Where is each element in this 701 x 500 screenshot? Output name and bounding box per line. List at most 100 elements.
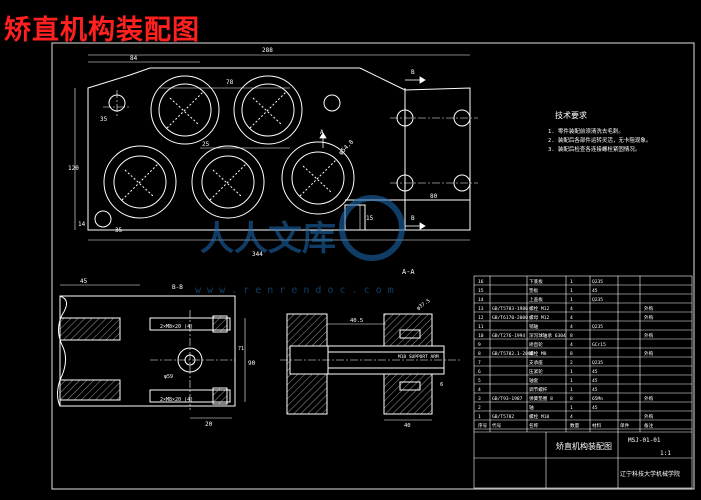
parts-cell: 15: [478, 288, 484, 294]
drawing-name: 矫直机构装配图: [556, 441, 612, 451]
parts-cell: 4: [570, 306, 573, 312]
parts-cell: 7: [478, 360, 481, 366]
roller-4: [191, 145, 265, 219]
marker-b-top: B: [411, 69, 415, 76]
parts-cell: 销轴: [529, 323, 539, 330]
parts-cell: 支承座: [529, 359, 543, 366]
thread-aa: M18 SUPPORT ARM: [398, 354, 439, 360]
parts-header-cell: 备注: [644, 422, 654, 429]
dim-120: 120: [68, 165, 79, 172]
dim-phi37: φ37.5: [416, 298, 432, 312]
parts-cell: 1: [570, 279, 573, 285]
parts-cell: 8: [478, 351, 481, 357]
roller-5: [281, 141, 355, 215]
parts-cell: 外购: [644, 314, 654, 321]
page-title: 矫直机构装配图: [4, 15, 200, 46]
section-bb: [57, 284, 246, 419]
dim-25: 25: [202, 141, 210, 148]
parts-cell: 外购: [644, 395, 654, 402]
parts-cell: GB/T276-1994: [492, 333, 525, 339]
dim-288: 288: [262, 47, 273, 54]
parts-cell: 45: [592, 387, 598, 393]
parts-cell: 4: [478, 387, 481, 393]
dim-35: 35: [100, 116, 108, 123]
parts-cell: 65Mn: [592, 396, 603, 402]
parts-cell: Q235: [592, 324, 603, 330]
title-block: 矫直机构装配图 MSJ-01-01 1:1 辽宁科技大学机械学院: [556, 437, 680, 478]
parts-cell: 垫板: [529, 287, 539, 294]
parts-cell: 螺栓 M10: [529, 413, 549, 420]
parts-cell: 10: [478, 333, 484, 339]
parts-cell: 1: [570, 378, 573, 384]
parts-cell: 1: [570, 297, 573, 303]
parts-cell: 螺母 M12: [529, 314, 549, 321]
parts-cell: 外购: [644, 350, 654, 357]
top-view: [74, 54, 478, 241]
parts-cell: 1: [570, 405, 573, 411]
parts-cell: 4: [570, 315, 573, 321]
parts-cell: 12: [478, 315, 484, 321]
parts-list: [473, 275, 693, 489]
parts-cell: 9: [478, 342, 481, 348]
roller-1: [150, 75, 220, 145]
dim-phi59: φ59: [164, 374, 173, 380]
parts-header-cell: 数量: [570, 422, 580, 429]
parts-cell: 45: [592, 369, 598, 375]
dim-344: 344: [252, 251, 263, 258]
marker-b-bot: B: [411, 215, 415, 222]
parts-cell: 2: [478, 405, 481, 411]
parts-cell: 6: [478, 369, 481, 375]
dim-angle: φ54.8: [337, 138, 355, 156]
dim-35b: 35: [115, 227, 123, 234]
parts-header-cell: 材料: [592, 422, 602, 429]
parts-cell: 45: [592, 405, 598, 411]
dim-20: 20: [205, 421, 213, 428]
marker-a: A: [320, 129, 324, 136]
section-label-aa: A-A: [402, 268, 415, 276]
section-bb-title: B-B: [172, 284, 183, 291]
dim-90: 90: [248, 360, 256, 367]
tech-req-item-3: 3. 装配后检查各连接螺栓紧固情况。: [548, 145, 640, 153]
tech-req-title: 技术要求: [555, 110, 587, 120]
dim-84: 84: [130, 55, 138, 62]
parts-cell: 3: [478, 396, 481, 402]
parts-cell: 1: [478, 414, 481, 420]
parts-cell: 1: [570, 387, 573, 393]
parts-cell: 16: [478, 279, 484, 285]
parts-cell: 弹簧垫圈 8: [529, 395, 553, 402]
watermark-brand: 人人文库: [200, 219, 336, 259]
parts-cell: 下底板: [529, 278, 543, 285]
parts-cell: 45: [592, 288, 598, 294]
roller-3: [103, 145, 177, 219]
dim-6: 6: [440, 382, 443, 388]
dim-40: 40: [404, 423, 411, 429]
roller-2: [233, 75, 303, 145]
parts-cell: 45: [592, 378, 598, 384]
parts-cell: 4: [570, 414, 573, 420]
parts-header-cell: 序号: [478, 422, 488, 429]
parts-cell: 螺栓 M8: [529, 350, 547, 357]
parts-cell: Q235: [592, 360, 603, 366]
parts-cell: 8: [570, 396, 573, 402]
organization: 辽宁科技大学机械学院: [620, 470, 680, 478]
parts-cell: 8: [570, 333, 573, 339]
sheet-border: [51, 42, 695, 490]
parts-cell: GB/T5782.1-2000: [492, 351, 534, 357]
dim-14: 14: [78, 221, 86, 228]
parts-cell: 上盖板: [529, 296, 543, 303]
parts-cell: 深沟球轴承 6304: [529, 332, 566, 339]
watermark-url: w w w . r e n r e n d o c . c o m: [195, 285, 394, 296]
thread-lower: 2×M8×20 (4): [160, 397, 193, 403]
parts-cell: 13: [478, 306, 484, 312]
drawing-scale: 1:1: [660, 450, 671, 457]
parts-cell: GB/T5782: [492, 414, 514, 420]
parts-cell: 1: [570, 369, 573, 375]
parts-cell: 外购: [644, 332, 654, 339]
view-arrows: [319, 76, 426, 230]
dim-15: 15: [366, 215, 374, 222]
parts-cell: 轴套: [529, 377, 539, 384]
parts-cell: GCr15: [592, 342, 606, 348]
parts-cell: 矫直轮: [529, 341, 543, 348]
parts-cell: 轴: [529, 404, 534, 411]
